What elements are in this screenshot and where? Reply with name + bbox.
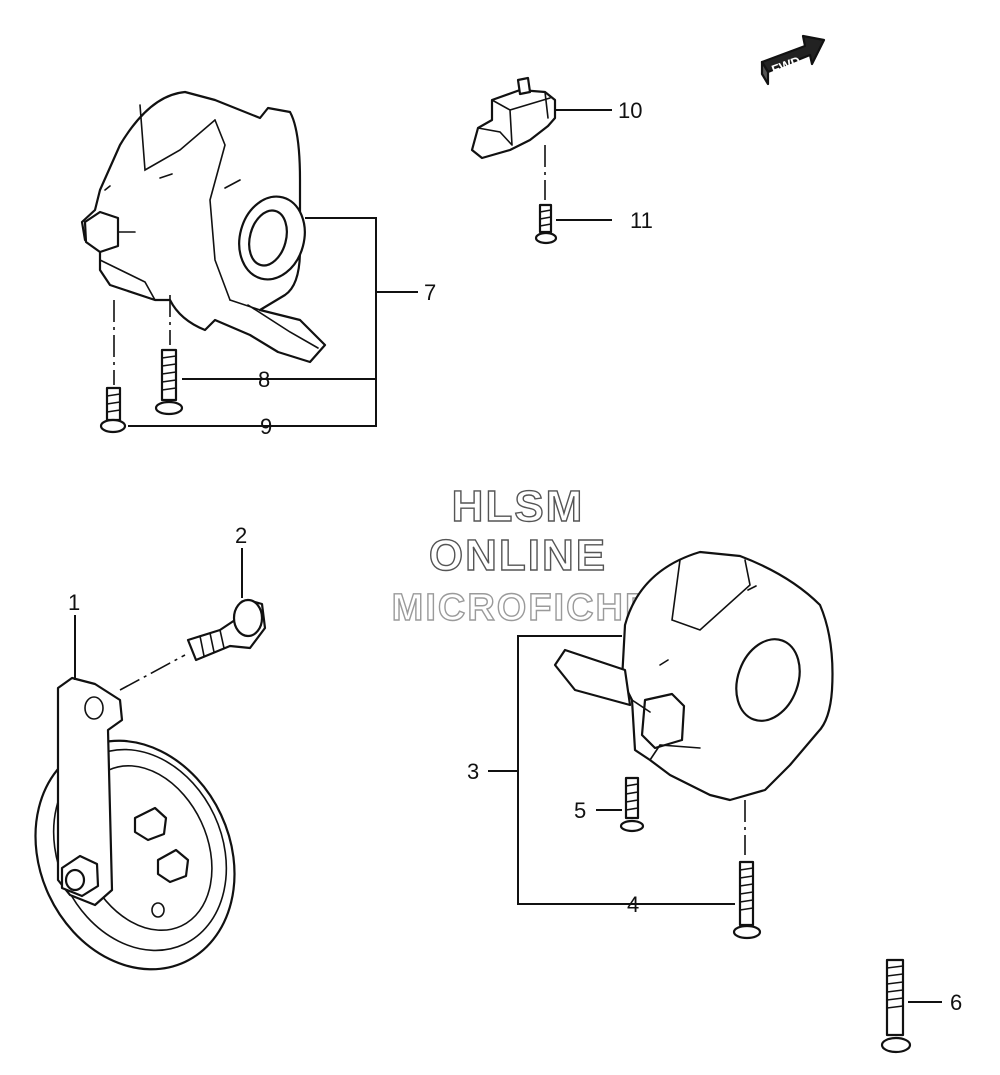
right-handlebar-switch bbox=[553, 550, 834, 802]
screw-11 bbox=[534, 203, 558, 245]
watermark-line-1: HLSM bbox=[452, 482, 585, 531]
callout-4: 4 bbox=[627, 892, 639, 917]
watermark-line-2: ONLINE bbox=[429, 531, 607, 580]
callout-3: 3 bbox=[467, 759, 479, 784]
callout-7: 7 bbox=[424, 280, 436, 305]
screw-8 bbox=[154, 348, 184, 416]
horn bbox=[34, 676, 236, 971]
callout-6: 6 bbox=[950, 990, 962, 1015]
callout-1: 1 bbox=[68, 590, 80, 615]
callout-5: 5 bbox=[574, 798, 586, 823]
callout-10: 10 bbox=[618, 98, 642, 123]
screw-9 bbox=[99, 386, 127, 434]
fwd-arrow-icon: FWD bbox=[760, 34, 826, 86]
callout-2: 2 bbox=[235, 523, 247, 548]
screw-6 bbox=[880, 958, 912, 1054]
horn-bolt-2 bbox=[186, 598, 267, 662]
left-handlebar-switch bbox=[80, 90, 327, 364]
callout-11: 11 bbox=[630, 208, 653, 233]
watermark-line-3: MICROFICHE bbox=[392, 587, 653, 629]
callout-9: 9 bbox=[260, 414, 272, 439]
centerline bbox=[119, 654, 186, 691]
screw-5 bbox=[619, 776, 645, 833]
screw-4 bbox=[732, 860, 762, 940]
connector-10 bbox=[470, 76, 557, 160]
callout-8: 8 bbox=[258, 367, 270, 392]
leader-lines-7-8-9 bbox=[128, 217, 418, 427]
